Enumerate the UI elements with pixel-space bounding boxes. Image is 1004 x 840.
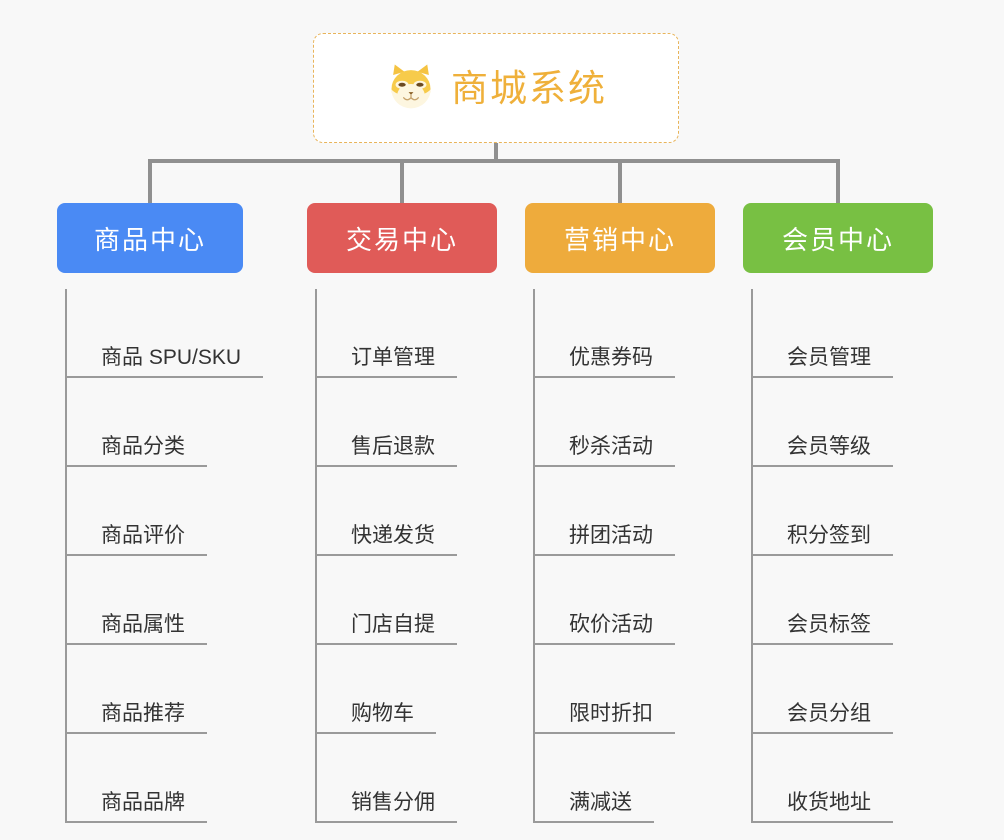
category-header-4[interactable]: 会员中心 [743,203,933,273]
list-item[interactable]: 会员等级 [743,378,933,467]
list-item[interactable]: 商品属性 [57,556,263,645]
leaf-label: 限时折扣 [533,703,675,734]
leaf-label: 商品 SPU/SKU [65,347,264,378]
leaf-label: 会员标签 [751,614,893,645]
leaf-spine [533,289,535,823]
list-item[interactable]: 砍价活动 [525,556,715,645]
leaf-label: 商品推荐 [65,703,207,734]
leaf-label: 会员管理 [751,347,893,378]
leaf-list-4: 会员管理 会员等级 积分签到 会员标签 会员分组 收货地址 [743,289,933,823]
list-item[interactable]: 商品评价 [57,467,263,556]
connector-drop-4 [836,159,840,205]
category-header-1[interactable]: 商品中心 [57,203,243,273]
connector-drop-2 [400,159,404,205]
leaf-label: 会员等级 [751,436,893,467]
shiba-dog-icon [385,62,437,114]
list-item[interactable]: 秒杀活动 [525,378,715,467]
leaf-label: 门店自提 [315,614,457,645]
branch-column-2: 交易中心 订单管理 售后退款 快递发货 门店自提 购物车 销售分佣 [307,203,497,823]
leaf-label: 秒杀活动 [533,436,675,467]
list-item[interactable]: 会员管理 [743,289,933,378]
leaf-label: 商品评价 [65,525,207,556]
list-item[interactable]: 购物车 [307,645,497,734]
list-item[interactable]: 拼团活动 [525,467,715,556]
list-item[interactable]: 会员分组 [743,645,933,734]
list-item[interactable]: 订单管理 [307,289,497,378]
connector-drop-3 [618,159,622,205]
leaf-label: 砍价活动 [533,614,675,645]
list-item[interactable]: 销售分佣 [307,734,497,823]
leaf-label: 订单管理 [315,347,457,378]
list-item[interactable]: 收货地址 [743,734,933,823]
root-title: 商城系统 [451,67,607,109]
list-item[interactable]: 积分签到 [743,467,933,556]
leaf-label: 售后退款 [315,436,457,467]
list-item[interactable]: 售后退款 [307,378,497,467]
leaf-label: 销售分佣 [315,792,457,823]
connector-bus [148,159,840,163]
leaf-label: 会员分组 [751,703,893,734]
list-item[interactable]: 门店自提 [307,556,497,645]
list-item[interactable]: 商品 SPU/SKU [57,289,264,378]
leaf-spine [751,289,753,823]
leaf-spine [65,289,67,823]
leaf-label: 拼团活动 [533,525,675,556]
leaf-list-1: 商品 SPU/SKU 商品分类 商品评价 商品属性 商品推荐 商品品牌 [57,289,264,823]
leaf-list-2: 订单管理 售后退款 快递发货 门店自提 购物车 销售分佣 [307,289,497,823]
branch-column-3: 营销中心 优惠券码 秒杀活动 拼团活动 砍价活动 限时折扣 满减送 [525,203,715,823]
leaf-label: 购物车 [315,703,436,734]
root-node[interactable]: 商城系统 [313,33,679,143]
category-header-3[interactable]: 营销中心 [525,203,715,273]
list-item[interactable]: 商品品牌 [57,734,263,823]
list-item[interactable]: 会员标签 [743,556,933,645]
leaf-list-3: 优惠券码 秒杀活动 拼团活动 砍价活动 限时折扣 满减送 [525,289,715,823]
list-item[interactable]: 商品推荐 [57,645,263,734]
branch-column-1: 商品中心 商品 SPU/SKU 商品分类 商品评价 商品属性 商品推荐 商品品牌 [57,203,264,823]
category-header-2[interactable]: 交易中心 [307,203,497,273]
leaf-label: 收货地址 [751,792,893,823]
leaf-spine [315,289,317,823]
leaf-label: 快递发货 [315,525,457,556]
list-item[interactable]: 限时折扣 [525,645,715,734]
list-item[interactable]: 满减送 [525,734,715,823]
leaf-label: 满减送 [533,792,654,823]
list-item[interactable]: 快递发货 [307,467,497,556]
leaf-label: 积分签到 [751,525,893,556]
branch-column-4: 会员中心 会员管理 会员等级 积分签到 会员标签 会员分组 收货地址 [743,203,933,823]
connector-drop-1 [148,159,152,205]
list-item[interactable]: 商品分类 [57,378,263,467]
leaf-label: 商品品牌 [65,792,207,823]
leaf-label: 商品分类 [65,436,207,467]
list-item[interactable]: 优惠券码 [525,289,715,378]
leaf-label: 商品属性 [65,614,207,645]
connector-root-stem [494,143,498,162]
leaf-label: 优惠券码 [533,347,675,378]
